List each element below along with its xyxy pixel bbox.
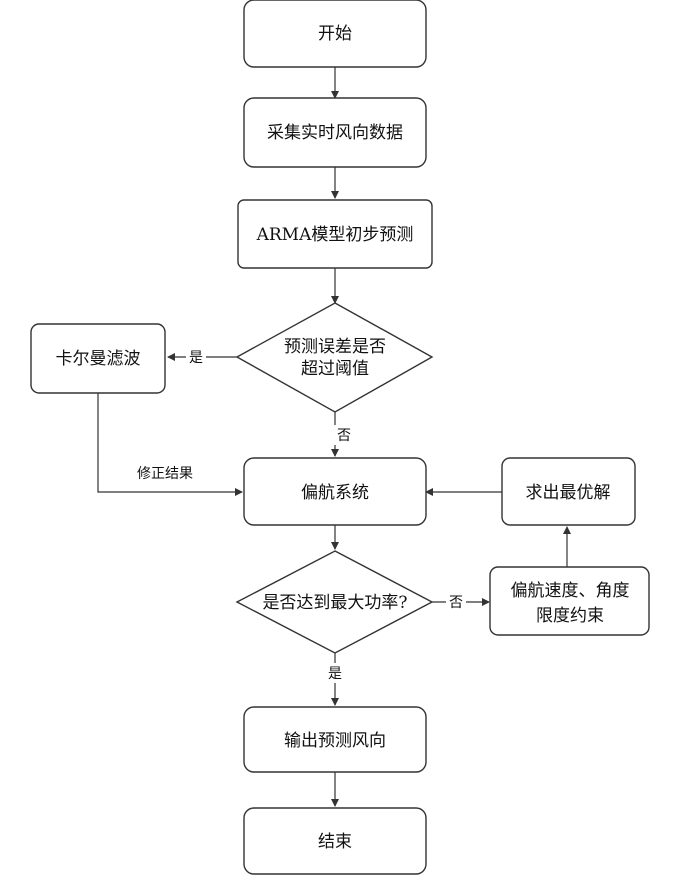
constraint-label-line1: 偏航速度、角度 <box>511 581 630 601</box>
node-end: 结束 <box>244 808 426 874</box>
edge-label-d2-no: 否 <box>449 595 463 611</box>
start-label: 开始 <box>318 24 352 44</box>
decision2-label: 是否达到最大功率? <box>262 593 407 613</box>
kalman-label: 卡尔曼滤波 <box>56 349 141 369</box>
decision1-label-line2: 超过阈值 <box>301 359 369 379</box>
optimal-label: 求出最优解 <box>526 483 611 503</box>
node-decision2: 是否达到最大功率? <box>237 551 432 653</box>
edge-label-correction: 修正结果 <box>137 466 193 482</box>
edge-label-d1-no: 否 <box>337 428 351 444</box>
edge-label-d2-yes: 是 <box>328 666 342 682</box>
output-label: 输出预测风向 <box>284 731 386 751</box>
node-collect: 采集实时风向数据 <box>244 98 426 167</box>
end-label: 结束 <box>318 832 352 852</box>
constraint-label-line2: 限度约束 <box>536 606 604 626</box>
yaw-label: 偏航系统 <box>301 483 369 503</box>
node-output: 输出预测风向 <box>244 707 426 772</box>
node-decision1: 预测误差是否 超过阈值 <box>237 303 432 412</box>
collect-label: 采集实时风向数据 <box>267 123 403 143</box>
decision1-diamond <box>237 303 432 412</box>
node-yaw: 偏航系统 <box>244 458 426 525</box>
node-start: 开始 <box>244 0 426 67</box>
node-kalman: 卡尔曼滤波 <box>31 324 165 393</box>
decision1-label-line1: 预测误差是否 <box>284 337 386 357</box>
node-optimal: 求出最优解 <box>502 458 635 525</box>
edge-label-d1-yes: 是 <box>189 350 203 366</box>
node-constraint: 偏航速度、角度 限度约束 <box>490 567 649 635</box>
node-arma: ARMA模型初步预测 <box>238 200 432 268</box>
arma-label: ARMA模型初步预测 <box>256 225 414 245</box>
